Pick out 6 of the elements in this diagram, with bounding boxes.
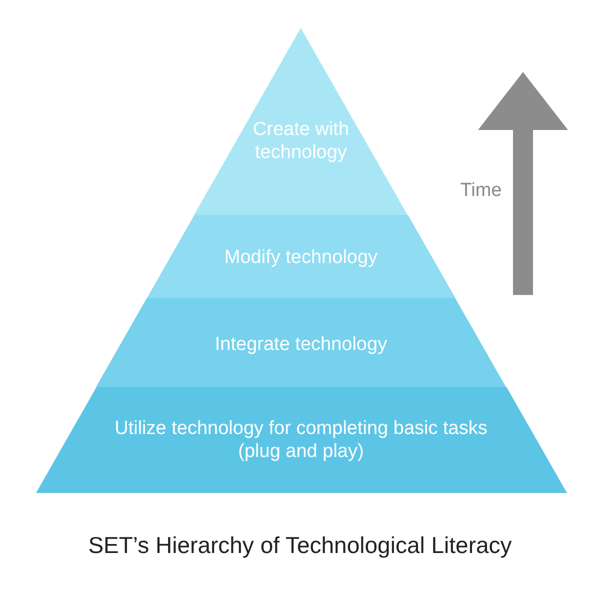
- diagram-title: SET’s Hierarchy of Technological Literacy: [87, 532, 513, 559]
- level-label: Create with technology: [252, 118, 350, 164]
- level-label: Modify technology: [223, 246, 379, 269]
- level-label: Integrate technology: [214, 333, 388, 356]
- axis-label: Time: [459, 180, 503, 202]
- level-label: Utilize technology for completing basic tasks (plug and play): [114, 417, 488, 463]
